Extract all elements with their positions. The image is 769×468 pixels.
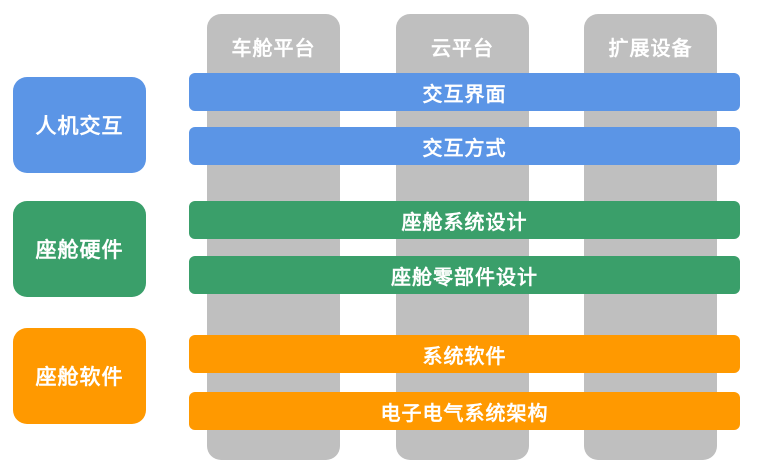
column-title: 云平台 — [431, 36, 494, 60]
category-cockpit-software: 座舱软件 — [13, 328, 146, 424]
bar-interaction-mode: 交互方式 — [189, 127, 740, 165]
bar-interaction-interface: 交互界面 — [189, 73, 740, 111]
bar-cockpit-parts-design: 座舱零部件设计 — [189, 256, 740, 294]
category-cockpit-hardware: 座舱硬件 — [13, 201, 146, 297]
bar-ee-architecture: 电子电气系统架构 — [189, 392, 740, 430]
column-title: 扩展设备 — [608, 36, 693, 60]
column-title: 车舱平台 — [231, 36, 316, 60]
bar-system-software: 系统软件 — [189, 335, 740, 373]
bar-cockpit-system-design: 座舱系统设计 — [189, 201, 740, 239]
category-hmi: 人机交互 — [13, 77, 146, 173]
